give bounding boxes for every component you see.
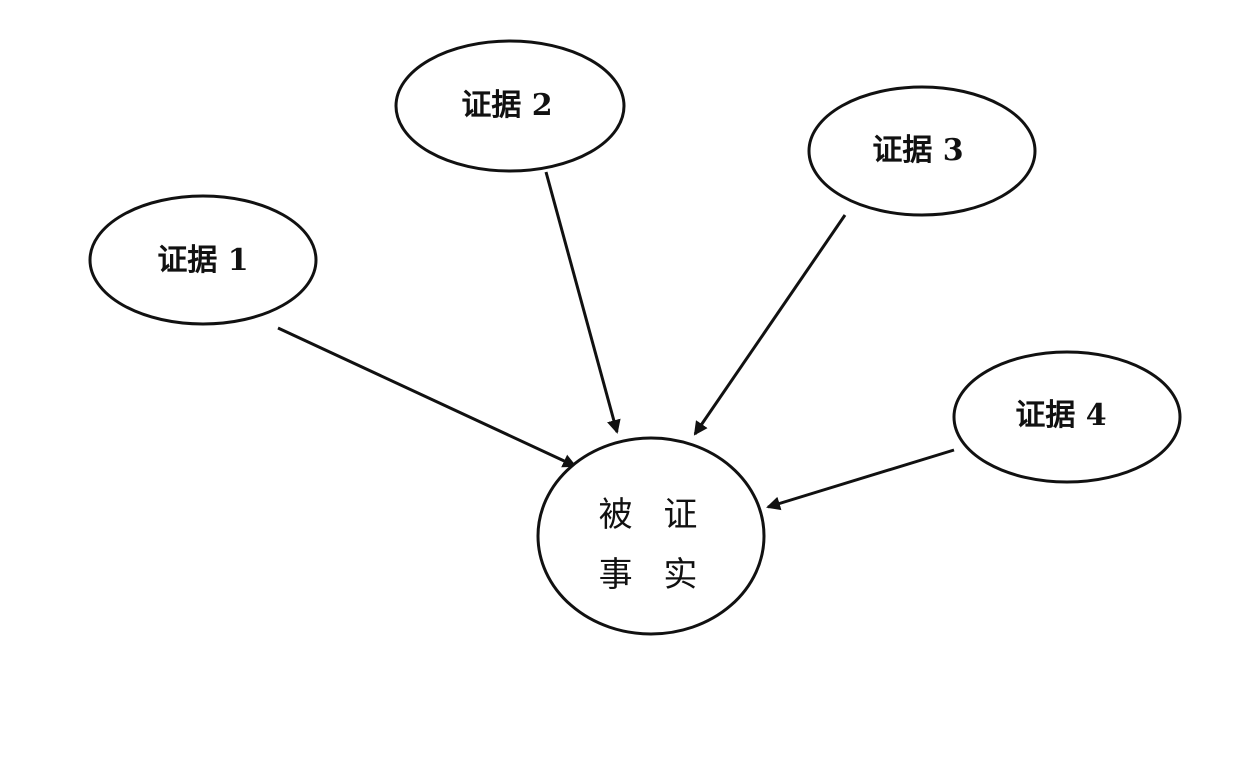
evidence-node-1-shape (88, 194, 318, 326)
evidence-node-4-shape (952, 350, 1182, 484)
fact-to-be-proven-node: 被 证 事 实 (536, 436, 766, 636)
edge-evidence-4-to-fact (766, 448, 955, 511)
evidence-node-1-label: 证据 1 (157, 243, 248, 278)
evidence-node-4-label: 证据 4 (1015, 398, 1106, 433)
evidence-node-2-shape (394, 39, 626, 173)
edge-evidence-3-to-fact (693, 214, 847, 436)
edge-evidence-2-to-fact (544, 171, 621, 434)
evidence-node-3-shape (807, 85, 1037, 217)
fact-to-be-proven-label-line-1: 被 证 (599, 495, 708, 535)
fact-to-be-proven-label-line-2: 事 实 (599, 555, 708, 595)
edges-group (277, 171, 955, 511)
edge-evidence-1-to-fact (277, 326, 577, 468)
evidence-node-3-label: 证据 3 (872, 133, 963, 168)
fact-to-be-proven-shape (536, 436, 766, 636)
evidence-node-4: 证据 4 (952, 350, 1182, 484)
evidence-node-2: 证据 2 (394, 39, 626, 173)
evidence-node-2-label: 证据 2 (461, 88, 552, 123)
evidence-node-1: 证据 1 (88, 194, 318, 326)
evidence-node-3: 证据 3 (807, 85, 1037, 217)
